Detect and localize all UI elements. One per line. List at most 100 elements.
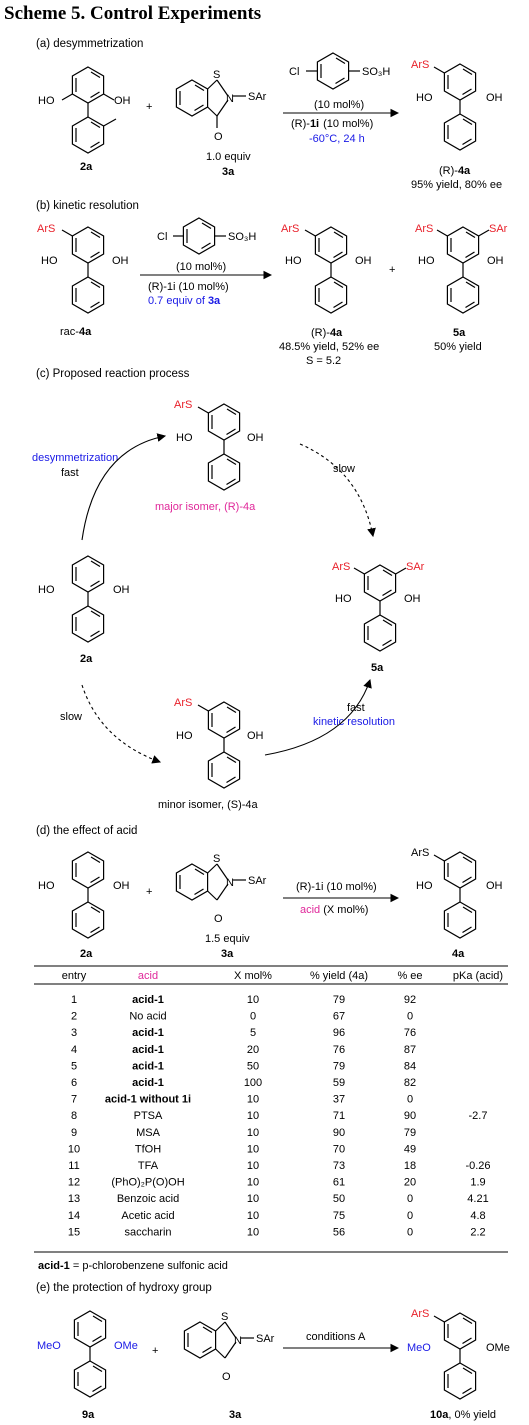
atom-n-e: N	[234, 1335, 242, 1347]
loading-b: (10 mol%)	[176, 261, 226, 273]
ars-b-sm: ArS	[37, 223, 55, 235]
ars-b-p1: ArS	[281, 223, 299, 235]
ho-b-p2: HO	[418, 255, 435, 267]
table-cell-r15-c5: 2.2	[470, 1226, 485, 1238]
table-header-2: X mol%	[234, 970, 272, 982]
cat-so3h: SO₃H	[362, 66, 390, 78]
table-cell-r11-c4: 18	[404, 1160, 416, 1172]
ho-c-major: HO	[176, 432, 193, 444]
ho-c-5a: HO	[335, 593, 352, 605]
table-header-3: % yield (4a)	[310, 970, 368, 982]
table-cell-r13-c4: 0	[407, 1193, 413, 1205]
oh-b-p2: OH	[487, 255, 504, 267]
reagent-id-d: 3a	[221, 948, 234, 960]
table-cell-r3-c1: acid-1	[132, 1027, 164, 1039]
temp-a: -60°C, 24 h	[309, 133, 365, 145]
oh-d-sm: OH	[113, 880, 130, 892]
reagent-id-e: 3a	[229, 1409, 242, 1421]
table-cell-r2-c0: 2	[71, 1011, 77, 1023]
arrow-slow-left	[81, 684, 162, 764]
table-cell-r5-c3: 79	[333, 1060, 345, 1072]
table-cell-r14-c0: 14	[68, 1210, 80, 1222]
table-cell-r6-c2: 100	[244, 1077, 262, 1089]
compound-2a-structure	[61, 66, 117, 154]
table-cell-r6-c3: 59	[333, 1077, 345, 1089]
arrow-kinres	[264, 678, 372, 756]
table-cell-r15-c2: 10	[247, 1226, 259, 1238]
equiv-d: 1.5 equiv	[205, 933, 250, 945]
table-cell-r5-c1: acid-1	[132, 1060, 164, 1072]
atom-o-d: O	[214, 913, 223, 925]
scheme-title: Scheme 5. Control Experiments	[4, 3, 261, 24]
table-cell-r8-c3: 71	[333, 1110, 345, 1122]
table-cell-r5-c0: 5	[71, 1060, 77, 1072]
table-cell-r10-c2: 10	[247, 1143, 259, 1155]
sm-id-b: 4a	[79, 326, 92, 338]
atom-sar-d: SAr	[248, 875, 267, 887]
atom-oh: OH	[114, 95, 131, 107]
equiv-line-b: 0.7 equiv of 3a	[148, 295, 221, 307]
cat-cl-b: Cl	[157, 231, 167, 243]
table-header-5: pKa (acid)	[453, 970, 503, 982]
table-cell-r15-c1: saccharin	[124, 1226, 171, 1238]
table-cell-r7-c3: 37	[333, 1094, 345, 1106]
plus-sign-d: +	[146, 886, 152, 898]
sm-id-e: 9a	[82, 1409, 95, 1421]
plus-sign: +	[146, 101, 152, 113]
ho-c-minor: HO	[176, 730, 193, 742]
ho-b-p1: HO	[285, 255, 302, 267]
cat-line-b: (R)-1i (10 mol%)	[148, 281, 229, 293]
table-cell-r1-c0: 1	[71, 994, 77, 1006]
oh-d-prod: OH	[486, 880, 503, 892]
table-cell-r7-c4: 0	[407, 1094, 413, 1106]
result-a: 95% yield, 80% ee	[411, 179, 502, 191]
table-cell-r1-c4: 92	[404, 994, 416, 1006]
prod-prefix-a: (R)-	[439, 165, 458, 177]
ho-b-sm: HO	[41, 255, 58, 267]
loading-a: (10 mol%)	[314, 99, 364, 111]
label-3a: 3a	[222, 166, 235, 178]
table-cell-r13-c0: 13	[68, 1193, 80, 1205]
prod-id-c: 5a	[371, 662, 384, 674]
table-header-0: entry	[62, 970, 87, 982]
label-2a: 2a	[80, 161, 93, 173]
arrow-desym	[81, 433, 167, 541]
atom-s-e: S	[221, 1311, 228, 1323]
oh-c-sm: OH	[113, 584, 130, 596]
oh-b-p1: OH	[355, 255, 372, 267]
cat-cl: Cl	[289, 66, 299, 78]
cat-so3h-b: SO₃H	[228, 231, 256, 243]
table-cell-r15-c0: 15	[68, 1226, 80, 1238]
compound-3a-structure	[175, 79, 246, 128]
table-header-4: % ee	[397, 970, 422, 982]
table-cell-r14-c3: 75	[333, 1210, 345, 1222]
table-cell-r13-c2: 10	[247, 1193, 259, 1205]
equiv-id-b: 3a	[208, 295, 221, 307]
table-cell-r7-c2: 10	[247, 1094, 259, 1106]
section-d-heading: (d) the effect of acid	[36, 825, 137, 837]
table-cell-r14-c5: 4.8	[470, 1210, 485, 1222]
atom-n: N	[226, 93, 234, 105]
prod-id-d: 4a	[452, 948, 465, 960]
table-cell-r4-c0: 4	[71, 1044, 77, 1056]
prod1-id-b: 4a	[330, 327, 343, 339]
table-cell-r13-c5: 4.21	[467, 1193, 488, 1205]
prod-result-e: , 0% yield	[448, 1409, 496, 1421]
sm-id-c: 2a	[80, 653, 93, 665]
oh-c-5a: OH	[404, 593, 421, 605]
table-cell-r5-c2: 50	[247, 1060, 259, 1072]
table-cell-r13-c1: Benzoic acid	[117, 1193, 179, 1205]
prod1-prefix-b: (R)-	[311, 327, 330, 339]
table-cell-r12-c0: 12	[68, 1177, 80, 1189]
oh-a: OH	[486, 92, 503, 104]
table-cell-r1-c2: 10	[247, 994, 259, 1006]
table-cell-r2-c1: No acid	[129, 1011, 166, 1023]
ars-e-prod: ArS	[411, 1308, 429, 1320]
table-cell-r6-c4: 82	[404, 1077, 416, 1089]
table-cell-r12-c5: 1.9	[470, 1177, 485, 1189]
table-cell-r15-c3: 56	[333, 1226, 345, 1238]
table-cell-r12-c1: (PhO)₂P(O)OH	[111, 1177, 184, 1189]
ho-c-sm: HO	[38, 584, 55, 596]
cond2-d: acid (X mol%)	[300, 904, 368, 916]
